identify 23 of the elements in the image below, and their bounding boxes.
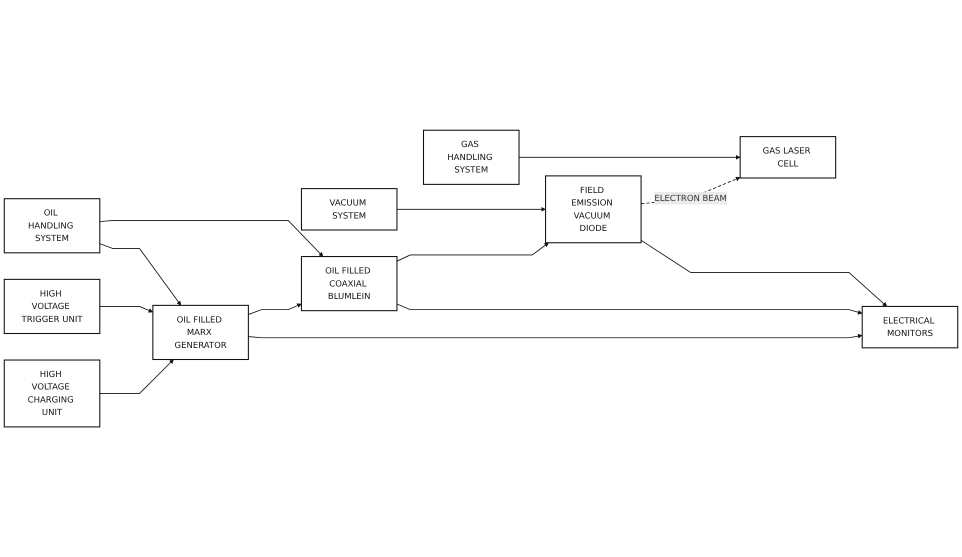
arrow — [396, 242, 549, 262]
node-box: FIELD EMISSION VACUUM DIODE — [545, 175, 642, 244]
arrow — [99, 306, 154, 312]
arrow — [518, 154, 740, 160]
edge-label: ELECTRON BEAM — [654, 192, 727, 203]
node-box: OIL FILLED MARX GENERATOR — [152, 304, 249, 360]
arrow — [640, 240, 888, 307]
arrow — [99, 243, 182, 306]
arrow — [396, 303, 862, 314]
arrow — [99, 220, 324, 257]
arrow — [248, 303, 302, 315]
node-box: HIGH VOLTAGE TRIGGER UNIT — [4, 278, 100, 334]
arrow — [248, 334, 862, 338]
arrow — [99, 359, 174, 394]
node-box: GAS HANDLING SYSTEM — [422, 130, 520, 185]
node-box: ELECTRICAL MONITORS — [862, 306, 958, 348]
node-box: OIL FILLED COAXIAL BLUMLEIN — [300, 256, 398, 312]
arrow — [640, 176, 740, 204]
node-box: OIL HANDLING SYSTEM — [4, 198, 100, 254]
node-box: GAS LASER CELL — [740, 136, 836, 178]
arrow — [396, 206, 546, 212]
node-box: VACUUM SYSTEM — [300, 188, 398, 230]
node-box: HIGH VOLTAGE CHARGING UNIT — [4, 359, 100, 428]
